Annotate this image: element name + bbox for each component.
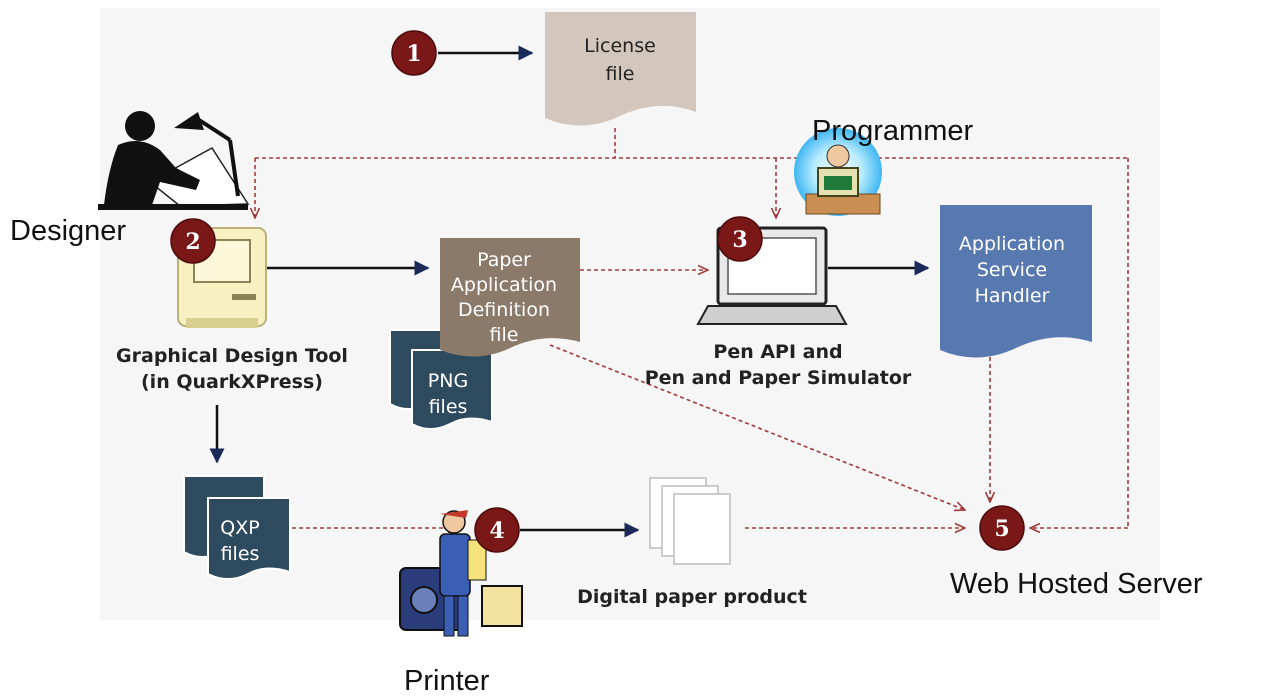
programmer-figure bbox=[794, 128, 882, 216]
design-tool-label-line2: (in QuarkXPress) bbox=[141, 371, 323, 393]
step-1-badge: 1 bbox=[391, 30, 437, 76]
license-label-line2: file bbox=[606, 63, 635, 85]
pad-to-server-arrow bbox=[549, 344, 965, 510]
license-file-doc: License file bbox=[545, 12, 696, 126]
service-handler-doc: Application Service Handler bbox=[940, 205, 1092, 358]
printer-label: Printer bbox=[404, 665, 490, 696]
laptop-icon bbox=[696, 226, 848, 325]
qxp-label-line1: QXP bbox=[220, 517, 259, 539]
pen-api-label-line2: Pen and Paper Simulator bbox=[645, 367, 912, 389]
digital-paper-stack bbox=[649, 477, 731, 565]
svg-text:4: 4 bbox=[489, 518, 504, 544]
svg-text:3: 3 bbox=[732, 227, 747, 253]
png-label-line2: files bbox=[429, 396, 468, 418]
svg-text:2: 2 bbox=[185, 229, 200, 255]
handler-label-line3: Handler bbox=[975, 285, 1050, 307]
step-5-badge: 5 bbox=[979, 505, 1025, 551]
qxp-label-line2: files bbox=[221, 543, 260, 565]
web-server-label: Web Hosted Server bbox=[950, 568, 1203, 600]
digital-paper-label: Digital paper product bbox=[577, 586, 807, 608]
solid-connectors bbox=[209, 45, 930, 538]
designer-label: Designer bbox=[10, 215, 126, 247]
pad-label-line4: file bbox=[490, 324, 519, 346]
step-3-badge: 3 bbox=[717, 216, 763, 262]
pad-file-doc: Paper Application Definition file bbox=[440, 238, 580, 357]
step-2-badge: 2 bbox=[170, 218, 216, 264]
dashed-connectors bbox=[255, 128, 1129, 528]
pad-label-line1: Paper bbox=[477, 249, 531, 271]
printer-figure bbox=[399, 510, 523, 637]
designer-figure bbox=[98, 111, 250, 210]
png-label-line1: PNG bbox=[428, 370, 468, 392]
design-tool-label-line1: Graphical Design Tool bbox=[116, 345, 348, 367]
pad-label-line3: Definition bbox=[458, 299, 550, 321]
pen-api-label-line1: Pen API and bbox=[713, 341, 842, 363]
svg-text:5: 5 bbox=[994, 516, 1009, 542]
handler-label-line2: Service bbox=[977, 259, 1047, 281]
svg-text:1: 1 bbox=[406, 41, 421, 67]
pad-label-line2: Application bbox=[451, 274, 557, 296]
license-label-line1: License bbox=[584, 35, 656, 57]
programmer-label: Programmer bbox=[812, 115, 973, 147]
handler-label-line1: Application bbox=[959, 233, 1065, 255]
step-4-badge: 4 bbox=[474, 507, 520, 553]
qxp-files-doc: QXP files bbox=[183, 475, 291, 580]
